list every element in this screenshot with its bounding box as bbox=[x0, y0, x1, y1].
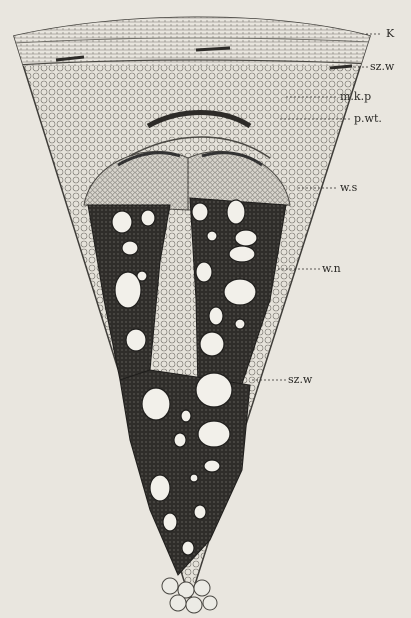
label-ws: w.s bbox=[340, 182, 357, 193]
label-k: K bbox=[386, 28, 394, 39]
label-sz-w-mid: sz.w bbox=[288, 374, 312, 385]
label-pwt: p.wt. bbox=[354, 113, 382, 124]
label-mkp: m.k.p bbox=[340, 91, 371, 102]
label-sz-w-top: sz.w bbox=[370, 61, 394, 72]
label-wn: w.n bbox=[322, 263, 341, 274]
